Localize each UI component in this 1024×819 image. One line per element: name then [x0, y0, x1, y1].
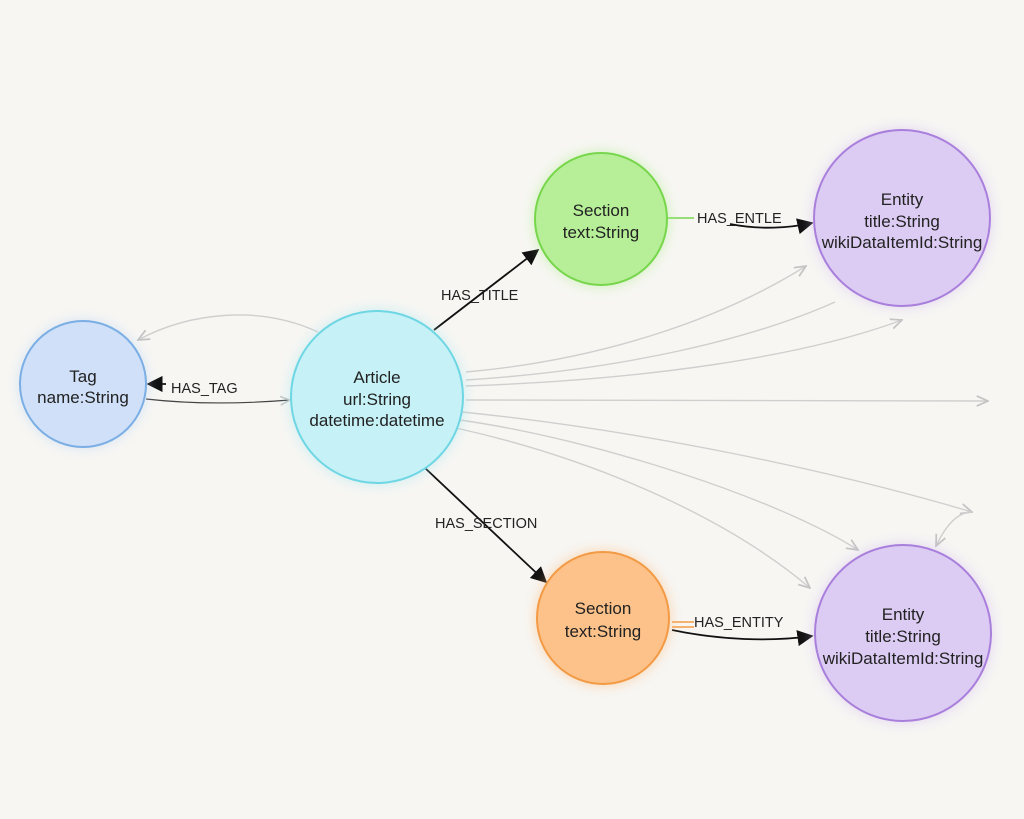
node-entity-bottom[interactable]: Entity title:String wikiDataItemId:Strin… [813, 543, 993, 723]
node-entity-top-prop-wikidata: wikiDataItemId:String [821, 233, 983, 252]
node-entity-top-title: Entity [881, 190, 924, 209]
faint-edge [138, 314, 319, 340]
faint-edge [936, 511, 973, 546]
node-entity-bottom-circle[interactable] [814, 544, 992, 722]
node-section-top[interactable]: Section text:String [533, 151, 669, 287]
node-section-bottom[interactable]: Section text:String [535, 550, 671, 686]
faint-edge [455, 427, 810, 588]
node-entity-top[interactable]: Entity title:String wikiDataItemId:Strin… [812, 128, 992, 308]
node-entity-top-circle[interactable] [813, 129, 991, 307]
node-article-prop-datetime: datetime:datetime [309, 411, 444, 430]
edge-has-entity-stub [672, 621, 694, 628]
faint-edges [138, 266, 988, 588]
faint-edge [465, 301, 836, 381]
edge-label-has-title: HAS_TITLE [441, 288, 519, 304]
node-article-title: Article [353, 368, 400, 387]
edge-label-has-entle: HAS_ENTLE [697, 211, 782, 227]
faint-edge [465, 400, 988, 401]
node-tag-circle[interactable] [19, 320, 147, 448]
faint-edge [465, 266, 806, 373]
node-section-top-title: Section [573, 201, 630, 220]
node-section-bottom-prop: text:String [565, 622, 642, 641]
edge-labels: HAS_TAG HAS_TITLE HAS_SECTION HAS_ENTLE … [171, 211, 784, 631]
node-tag-prop: name:String [37, 388, 129, 407]
node-entity-bottom-prop-wikidata: wikiDataItemId:String [822, 649, 984, 668]
node-section-bottom-title: Section [575, 599, 632, 618]
faint-edge [461, 411, 972, 512]
faint-edge [459, 419, 858, 550]
node-section-top-circle[interactable] [534, 152, 668, 286]
node-tag[interactable]: Tag name:String [19, 320, 147, 448]
node-article-circle[interactable] [290, 310, 464, 484]
node-section-top-prop: text:String [563, 223, 640, 242]
node-entity-top-prop-title: title:String [864, 212, 940, 231]
node-entity-bottom-prop-title: title:String [865, 627, 941, 646]
node-article[interactable]: Article url:String datetime:datetime [289, 309, 465, 485]
edge-label-has-section: HAS_SECTION [435, 516, 537, 532]
edge-has-section [424, 467, 548, 584]
edges [145, 217, 814, 647]
faint-edge [465, 320, 902, 387]
edge-label-has-tag: HAS_TAG [171, 381, 238, 397]
edge-has-entle [729, 218, 814, 235]
node-entity-bottom-title: Entity [882, 605, 925, 624]
node-tag-title: Tag [69, 367, 96, 386]
edge-label-has-entity: HAS_ENTITY [694, 615, 784, 631]
edge-has-entity [671, 629, 814, 647]
node-article-prop-url: url:String [343, 390, 411, 409]
edge-has-tag-right [145, 399, 290, 403]
node-section-bottom-circle[interactable] [536, 551, 670, 685]
edge-has-title [433, 249, 540, 331]
